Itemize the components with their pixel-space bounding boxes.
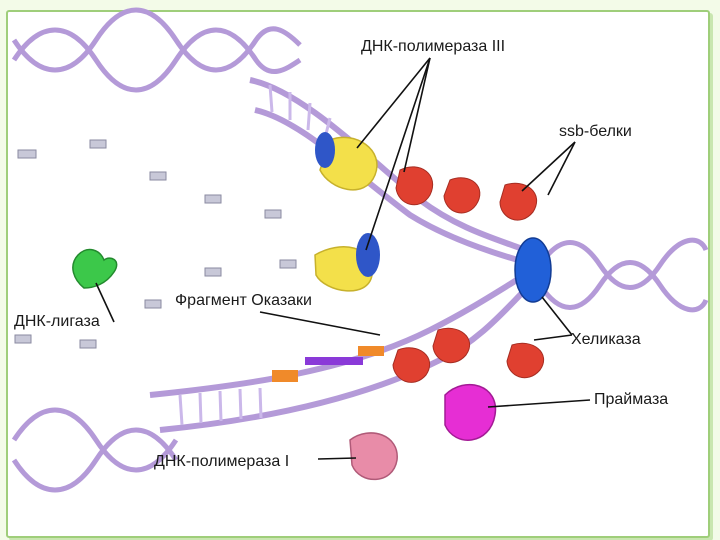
leading-strand-ladder (249, 77, 527, 265)
free-nucleotides (14, 139, 297, 349)
dna-helix-lower-left (11, 407, 179, 493)
ssb-protein-icon (392, 166, 545, 383)
dna-ligase-icon (72, 248, 118, 289)
helicase-icon (514, 237, 552, 303)
label-okazaki-fragment: Фрагмент Оказаки (175, 292, 312, 309)
label-ssb-proteins: ssb-белки (559, 123, 632, 140)
label-dna-ligase: ДНК-лигаза (14, 313, 100, 330)
okazaki-fragment-region (272, 346, 384, 382)
label-dna-polymerase-3: ДНК-полимераза III (361, 38, 505, 55)
leader-lines (95, 57, 591, 460)
label-helicase: Хеликаза (571, 331, 641, 348)
label-dna-polymerase-1: ДНК-полимераза I (154, 453, 289, 470)
primase-icon (444, 384, 497, 441)
label-primase: Праймаза (594, 391, 668, 408)
dna-polymerase-1-icon (349, 432, 398, 481)
dna-helix-upper-left (11, 7, 302, 93)
dna-polymerase-3-icon (314, 132, 380, 292)
dna-helix-right (537, 237, 709, 313)
